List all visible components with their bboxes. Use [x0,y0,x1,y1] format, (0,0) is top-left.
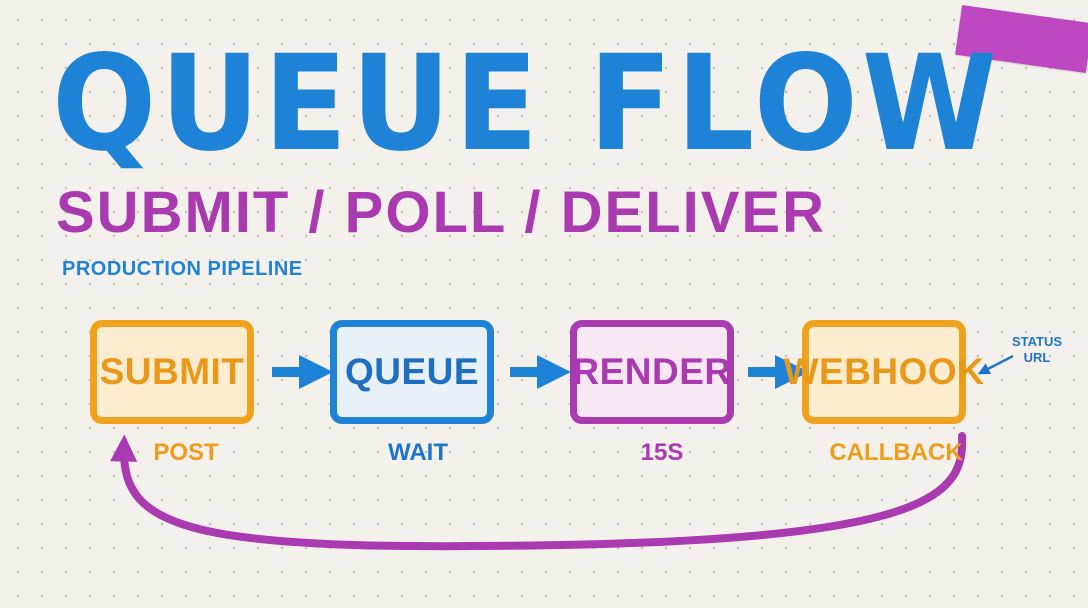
caption-submit: POST [153,439,219,466]
feedback-loop-arrow [110,432,967,551]
status-url-note-line1: STATUS [1011,334,1063,349]
status-url-note: STATUS URL [1006,334,1068,365]
node-render: RENDER [570,320,734,424]
status-url-pointer [977,354,1014,375]
status-url-note-line2: URL [1023,349,1051,365]
node-submit: SUBMIT [90,320,254,424]
caption-webhook: CALLBACK [829,439,963,466]
node-webhook: WEBHOOK [784,320,984,424]
subtitle: SUBMIT / POLL / DELIVER [56,180,826,245]
tagline: PRODUCTION PIPELINE [62,258,303,280]
caption-render: 15S [640,439,684,466]
caption-queue: WAIT [388,439,448,466]
page-title: QUEUE FLOW [52,27,1001,181]
node-queue: QUEUE [330,320,494,424]
